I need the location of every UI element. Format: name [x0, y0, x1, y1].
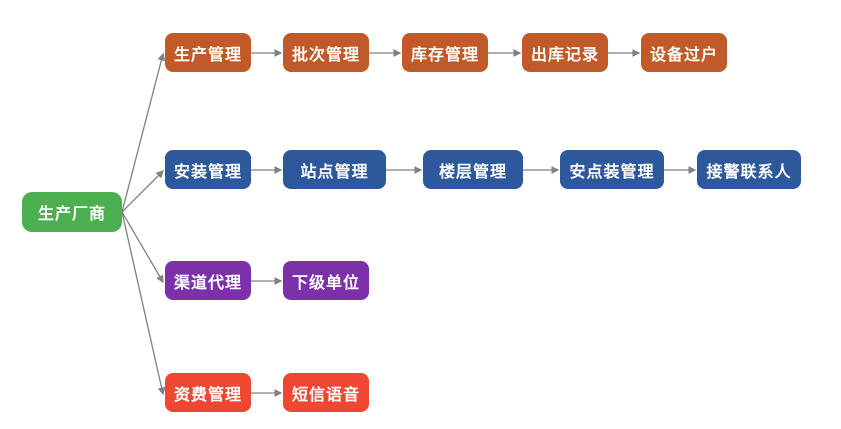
node-label: 接警联系人	[706, 163, 792, 181]
node-channel-agent-1[interactable]: 渠道代理	[165, 261, 251, 300]
node-installation-management-1[interactable]: 安装管理	[165, 150, 251, 189]
node-label: 短信语音	[291, 386, 360, 404]
root-branch-connector	[121, 211, 164, 284]
node-label: 库存管理	[410, 46, 479, 64]
node-installation-management-3[interactable]: 楼层管理	[423, 150, 523, 189]
node-fee-management-2[interactable]: 短信语音	[283, 373, 369, 412]
root-branch-connector	[121, 52, 166, 213]
node-production-management-2[interactable]: 批次管理	[283, 33, 369, 72]
node-channel-agent-2[interactable]: 下级单位	[283, 261, 369, 300]
node-installation-management-4[interactable]: 安点装管理	[560, 150, 664, 189]
node-label: 生产厂商	[37, 206, 106, 223]
node-label: 站点管理	[300, 163, 369, 181]
node-label: 下级单位	[291, 274, 360, 292]
node-production-management-1[interactable]: 生产管理	[165, 33, 251, 72]
node-production-management-5[interactable]: 设备过户	[641, 33, 727, 72]
root-branch-connector	[121, 211, 166, 396]
root-branch-connector	[121, 170, 164, 213]
node-label: 安装管理	[173, 163, 242, 181]
node-root-manufacturer[interactable]: 生产厂商	[22, 192, 122, 232]
node-fee-management-1[interactable]: 资费管理	[165, 373, 251, 412]
node-installation-management-2[interactable]: 站点管理	[283, 150, 386, 189]
node-installation-management-5[interactable]: 接警联系人	[697, 150, 801, 189]
node-label: 资费管理	[173, 386, 242, 404]
node-label: 渠道代理	[173, 274, 242, 292]
node-label: 楼层管理	[438, 163, 507, 181]
node-production-management-4[interactable]: 出库记录	[522, 33, 608, 72]
node-label: 生产管理	[173, 46, 242, 64]
node-label: 安点装管理	[569, 163, 655, 181]
node-production-management-3[interactable]: 库存管理	[402, 33, 488, 72]
node-label: 设备过户	[649, 46, 718, 64]
node-label: 批次管理	[291, 46, 360, 64]
node-label: 出库记录	[530, 46, 599, 64]
